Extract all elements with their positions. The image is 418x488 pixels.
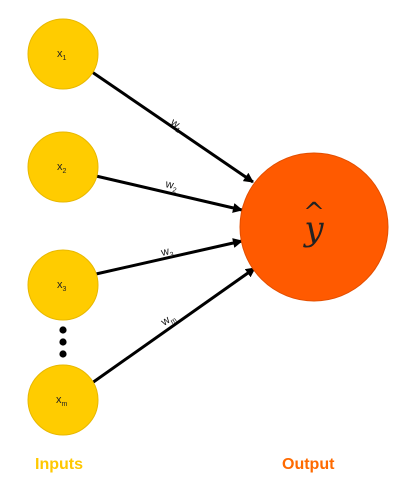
input-label-x2: x2 [57,161,67,175]
output-node: ^ y [239,152,389,302]
input-node-xm: xm [27,364,99,436]
ellipsis-dot [59,350,67,358]
inputs-caption: Inputs [35,456,83,473]
weight-label-w3: w3 [159,245,175,262]
edge-x3 [95,238,243,276]
edge-xm [91,266,256,385]
output-label: y [302,209,324,249]
output-hat: ^ [303,198,325,228]
input-node-x3: x3 [27,249,99,321]
input-label-x1: x1 [57,48,67,62]
output-caption: Output [282,456,335,473]
input-label-x3: x3 [57,279,67,293]
input-label-xm: xm [56,394,68,408]
ellipsis-dot [59,338,67,346]
input-node-x2: x2 [27,131,99,203]
weight-labels: w1 w2 w3 wm [158,116,181,329]
input-nodes: x1 x2 x3 xm [27,18,99,436]
edges [91,70,256,385]
ellipsis-dots [59,326,67,358]
edge-x1 [91,70,254,184]
ellipsis-dot [59,326,67,334]
input-node-x1: x1 [27,18,99,90]
edge-x2 [95,174,243,213]
weight-label-w2: w2 [163,178,179,195]
